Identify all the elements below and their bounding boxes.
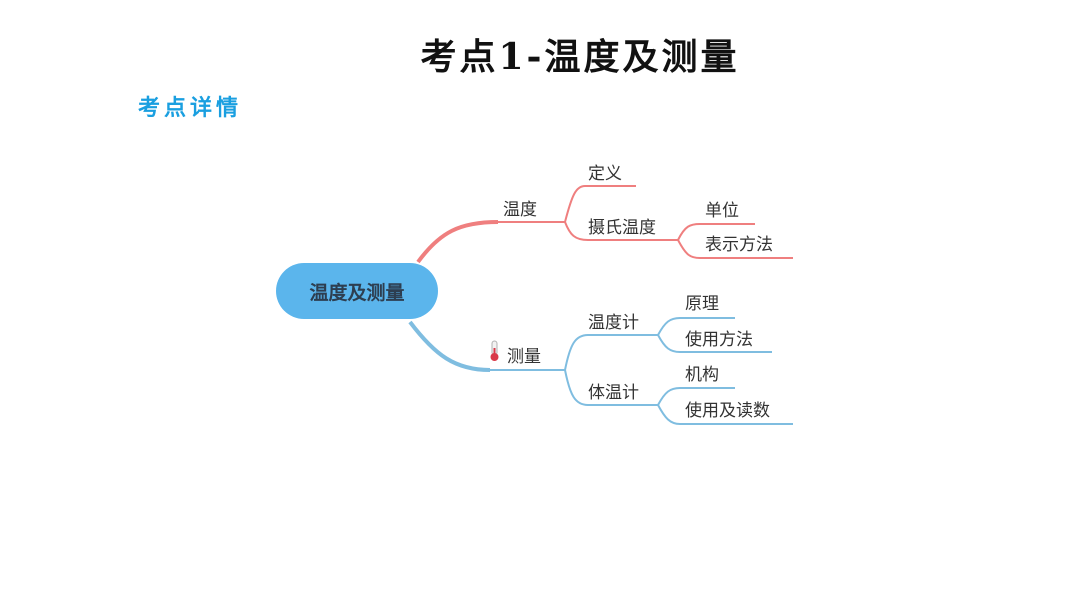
connector-measure-thermometer xyxy=(564,334,658,371)
node-measure[interactable]: 测量 xyxy=(507,347,541,367)
section-subtitle: 考点详情 xyxy=(138,95,243,121)
node-usage[interactable]: 使用方法 xyxy=(685,329,753,350)
node-reading[interactable]: 使用及读数 xyxy=(685,400,770,421)
thermometer-icon xyxy=(490,340,499,361)
node-unit[interactable]: 单位 xyxy=(705,201,739,221)
page-title: 考点1-温度及测量 xyxy=(420,36,740,78)
connector-root-measure xyxy=(408,320,491,372)
connector-temp-celsius xyxy=(564,221,678,241)
node-temp[interactable]: 温度 xyxy=(503,200,537,220)
node-notation[interactable]: 表示方法 xyxy=(705,235,773,255)
node-clinical[interactable]: 体温计 xyxy=(588,383,639,403)
connector-root-temp xyxy=(416,220,499,264)
node-principle[interactable]: 原理 xyxy=(685,294,719,314)
connector-measure-clinical xyxy=(564,369,658,406)
connector-celsius-notation xyxy=(677,239,793,259)
node-celsius[interactable]: 摄氏温度 xyxy=(588,218,656,238)
connector-temp-definition xyxy=(564,185,636,223)
root-label: 温度及测量 xyxy=(309,281,404,304)
node-definition[interactable]: 定义 xyxy=(588,164,622,184)
node-structure[interactable]: 机构 xyxy=(685,365,719,385)
connector-thermometer-principle xyxy=(657,317,735,336)
node-thermometer[interactable]: 温度计 xyxy=(588,313,639,333)
connector-clinical-reading xyxy=(657,404,793,425)
connector-clinical-structure xyxy=(657,387,735,406)
connector-thermometer-usage xyxy=(657,334,772,353)
connector-celsius-unit xyxy=(677,223,755,241)
root-node[interactable] xyxy=(276,263,438,319)
